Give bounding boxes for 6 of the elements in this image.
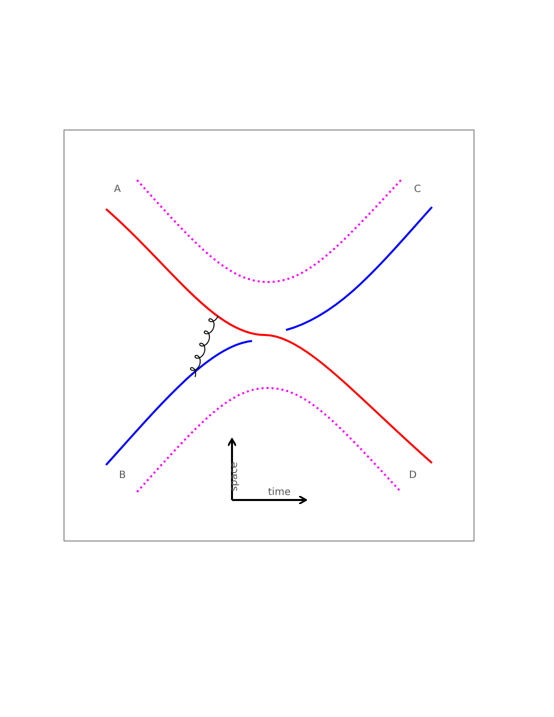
axis-label: time [268, 487, 291, 498]
point-label: D [409, 470, 417, 481]
point-label: C [414, 184, 421, 195]
axis-label: space [229, 462, 240, 492]
point-label: A [114, 184, 121, 195]
point-label: B [119, 470, 126, 481]
